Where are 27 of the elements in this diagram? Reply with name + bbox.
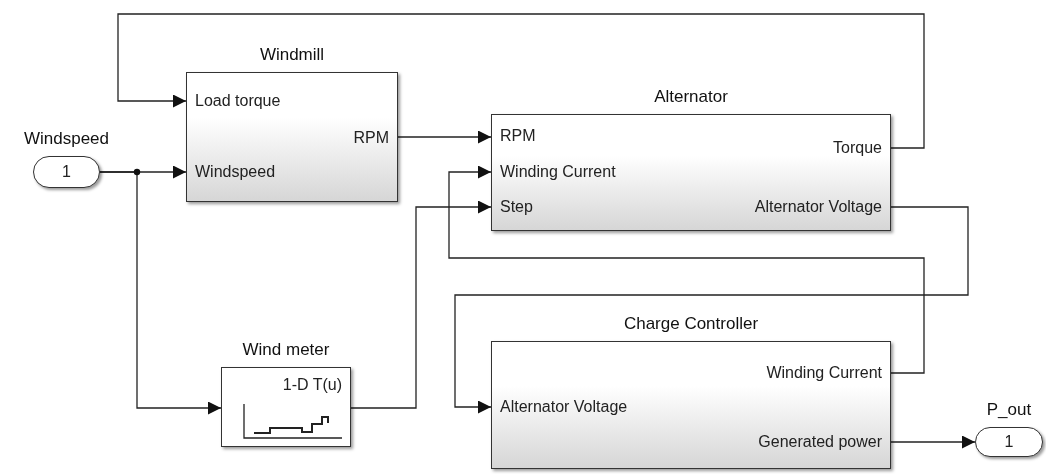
port-label: Alternator Voltage [754, 196, 882, 217]
port-number: 1 [62, 161, 71, 182]
port-label: Generated power [758, 431, 882, 452]
port-label: Step [500, 196, 533, 217]
port-label: Load torque [195, 90, 281, 111]
block-title: Windmill [259, 45, 325, 65]
port-label: Alternator Voltage [500, 396, 628, 417]
port-label: Winding Current [766, 362, 882, 383]
block-title: P_out [986, 400, 1032, 420]
port-label: Torque [833, 137, 882, 158]
port-label: RPM [353, 127, 389, 148]
signal-line [454, 206, 969, 414]
table-label: 1-D T(u) [282, 374, 342, 395]
block-title: Alternator [654, 87, 728, 107]
block-title: Windspeed [23, 129, 110, 149]
signal-line [99, 171, 222, 415]
block-title: Wind meter [242, 340, 330, 360]
port-label: Winding Current [500, 161, 616, 182]
signal-line [890, 435, 976, 449]
signal-line [350, 200, 492, 409]
signal-line [117, 13, 925, 149]
block-title: Charge Controller [623, 314, 759, 334]
signal-line [397, 130, 492, 144]
signal-line [448, 165, 925, 374]
port-number: 1 [1004, 431, 1014, 452]
port-label: RPM [500, 125, 536, 146]
port-label: Windspeed [195, 161, 276, 182]
